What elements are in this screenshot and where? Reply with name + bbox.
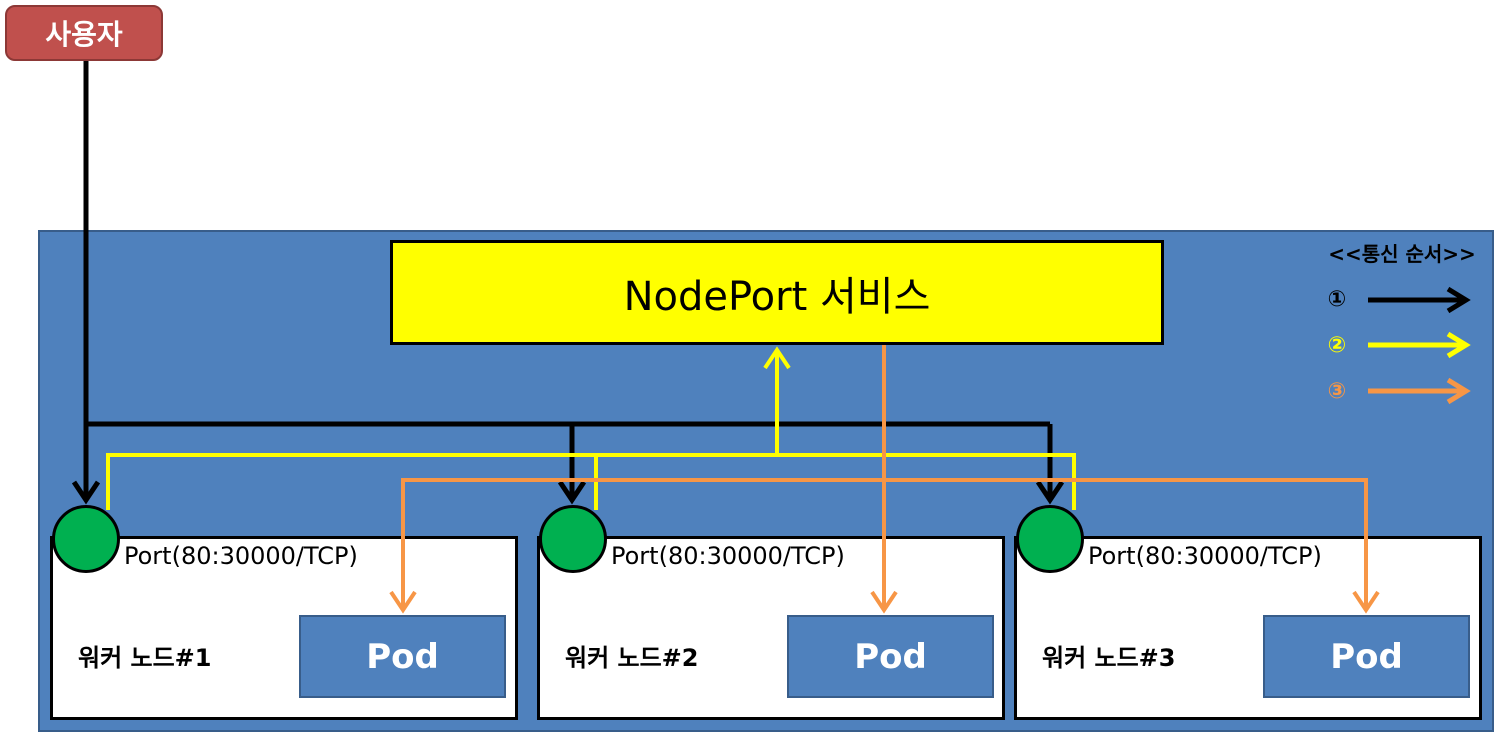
node-label-1: 워커 노드#1 [78, 644, 212, 672]
nodeport-service-box: NodePort 서비스 [390, 240, 1164, 345]
node-label-3: 워커 노드#3 [1042, 644, 1176, 672]
legend-num-2: ② [1327, 333, 1347, 358]
flow-2-ports-to-service [106, 346, 1076, 510]
legend-title: <<통신 순서>> [1328, 242, 1476, 266]
port-label-1: Port(80:30000/TCP) [124, 542, 358, 570]
pod-2: Pod [787, 615, 994, 698]
port-circle-2 [539, 505, 607, 573]
legend-arrows [1368, 286, 1471, 405]
port-circle-3 [1016, 505, 1084, 573]
pod-label-1: Pod [366, 636, 439, 677]
pod-3: Pod [1263, 615, 1470, 698]
port-label-3: Port(80:30000/TCP) [1088, 542, 1322, 570]
flow-1-user-to-ports [71, 61, 1065, 505]
pod-label-2: Pod [854, 636, 927, 677]
port-label-2: Port(80:30000/TCP) [611, 542, 845, 570]
pod-label-3: Pod [1330, 636, 1403, 677]
port-circle-1 [52, 505, 120, 573]
user-box: 사용자 [5, 5, 163, 61]
service-label: NodePort 서비스 [623, 273, 931, 320]
node-label-2: 워커 노드#2 [565, 644, 699, 672]
user-label: 사용자 [45, 18, 123, 51]
legend-num-3: ③ [1327, 379, 1347, 404]
pod-1: Pod [299, 615, 506, 698]
flow-3-service-to-pods [389, 345, 1380, 614]
legend-num-1: ① [1327, 287, 1347, 312]
